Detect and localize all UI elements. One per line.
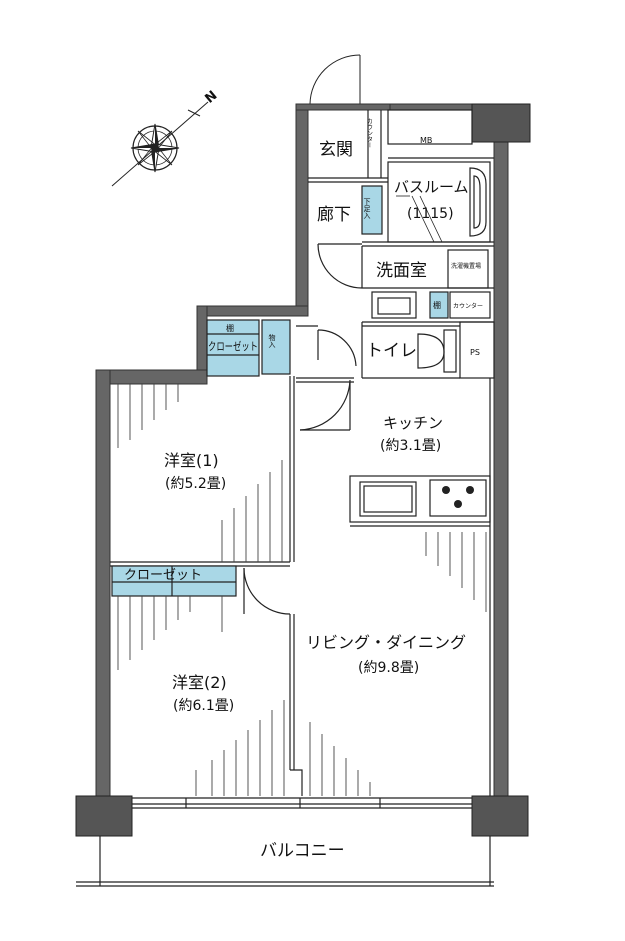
label-bathroom: バスルーム — [394, 178, 469, 196]
label-entrance: 玄関 — [319, 140, 353, 160]
label-washer-place: 洗濯機置場 — [451, 262, 481, 270]
label-washroom: 洗面室 — [376, 261, 427, 281]
column-bottom-right — [471, 795, 529, 837]
label-toilet: トイレ — [366, 341, 417, 361]
label-bath-size: (1115) — [407, 206, 454, 222]
label-closet2: クローゼット — [124, 568, 202, 583]
light-rays — [117, 384, 487, 796]
column-top-right — [471, 103, 531, 143]
label-mb: MB — [420, 136, 432, 145]
label-living-size: (約9.8畳) — [358, 660, 419, 676]
column-bottom-left — [75, 795, 133, 837]
label-corridor: 廊下 — [317, 205, 351, 225]
label-shelf-closet1: 棚 — [226, 323, 234, 333]
label-entrance-counter: カウンター — [366, 118, 373, 148]
label-shelf-wash: 棚 — [433, 300, 441, 310]
label-balcony: バルコニー — [260, 841, 345, 861]
compass-icon: N — [111, 88, 220, 187]
interior-walls — [76, 109, 495, 887]
outer-walls — [95, 103, 509, 797]
label-western1: 洋室(1) — [164, 451, 219, 470]
label-living: リビング・ダイニング — [306, 633, 466, 652]
label-western1-size: (約5.2畳) — [165, 476, 226, 492]
label-kitchen: キッチン — [383, 414, 443, 432]
label-shoe-storage: 下足入 — [363, 198, 371, 219]
label-kitchen-size: (約3.1畳) — [380, 438, 441, 454]
label-counter-wash: カウンター — [453, 302, 483, 310]
stove-burners — [442, 486, 474, 508]
entrance-door — [309, 54, 361, 105]
label-ps: PS — [470, 348, 480, 357]
label-storage: 物入 — [268, 333, 276, 348]
label-western2: 洋室(2) — [172, 673, 227, 692]
label-closet1: クローゼット — [208, 340, 258, 353]
label-western2-size: (約6.1畳) — [173, 698, 234, 714]
